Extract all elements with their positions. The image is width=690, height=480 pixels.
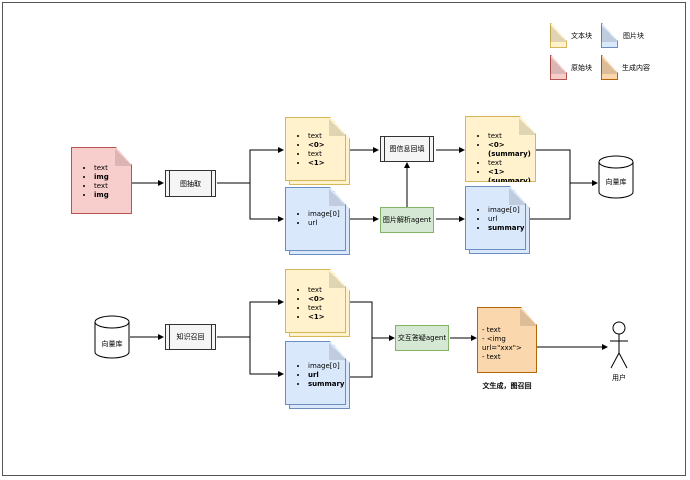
top-vector-db-label: 向量库 (605, 178, 627, 186)
fill-back-label: 图信息回填 (389, 145, 425, 153)
edge-extract-to-text (217, 147, 284, 184)
image-extract-process: 图抽取 (165, 170, 216, 197)
legend-generated-label: 生成内容 (622, 64, 650, 72)
summary-text-document: text <0>(summary) text <1>(summary) (465, 116, 536, 182)
edge-imgsummary-to-db (526, 183, 571, 220)
raw-document: text img text img (71, 147, 132, 214)
image-summary-item: image[0] (488, 206, 525, 215)
qa-agent-label: 交互答疑agent (397, 334, 447, 342)
bottom-text-item: text (308, 304, 345, 313)
image-summary-item: summary (488, 224, 525, 233)
bottom-text-item: <0> (308, 295, 345, 304)
bottom-vector-db-label: 向量库 (101, 340, 123, 348)
edge-recall-to-image (217, 336, 284, 377)
top-text-document: text <0> text <1> (285, 117, 346, 181)
raw-item: text (94, 164, 131, 173)
edge-recall-to-text (217, 299, 284, 338)
top-image-document: image[0] url (285, 187, 346, 251)
legend-raw-block-label: 原始块 (571, 64, 592, 72)
summary-doc-item: <0>(summary) (488, 141, 535, 159)
bottom-text-document: text <0> text <1> (285, 269, 346, 333)
legend-text-block-label: 文本块 (571, 32, 592, 40)
image-parse-agent-label: 图片解析agent (382, 216, 432, 224)
bottom-image-item: summary (308, 380, 345, 389)
raw-item: text (94, 182, 131, 191)
edge-extract-to-image (217, 182, 284, 222)
summary-doc-item: text (488, 159, 535, 168)
fill-back-process: 图信息回填 (380, 136, 434, 162)
user-label: 用户 (612, 374, 626, 382)
database-icon (598, 155, 634, 199)
image-doc-item: url (308, 219, 345, 228)
image-doc-item: image[0] (308, 210, 345, 219)
top-vector-db: 向量库 (598, 155, 634, 199)
output-line: - text (482, 353, 501, 361)
text-doc-item: <1> (308, 159, 345, 168)
knowledge-recall-process: 知识召回 (165, 324, 216, 350)
qa-agent: 交互答疑agent (395, 325, 449, 351)
bottom-text-item: <1> (308, 313, 345, 322)
summary-image-document: image[0] url summary (465, 186, 526, 250)
text-doc-item: text (308, 132, 345, 141)
image-extract-label: 图抽取 (180, 179, 201, 188)
bottom-image-document: image[0] url summary (285, 341, 346, 405)
text-doc-item: <0> (308, 141, 345, 150)
output-line: - <img url="xxx"> (482, 335, 522, 352)
diagram-frame (2, 2, 686, 476)
output-line: - text (482, 326, 501, 334)
raw-item: img (94, 173, 131, 182)
image-summary-item: url (488, 215, 525, 224)
bottom-image-item: image[0] (308, 362, 345, 371)
image-parse-agent: 图片解析agent (380, 207, 434, 233)
edge-text-to-qa (347, 301, 395, 341)
user-icon (610, 321, 628, 369)
bottom-vector-db: 向量库 (94, 315, 130, 359)
edge-image-to-qa (347, 338, 373, 378)
edge-summary-to-db (536, 149, 598, 186)
bottom-image-item: url (308, 371, 345, 380)
generated-output-document: - text - <img url="xxx"> - text (477, 307, 537, 373)
knowledge-recall-label: 知识召回 (176, 333, 205, 341)
text-doc-item: text (308, 150, 345, 159)
legend-image-block-label: 图片块 (623, 32, 644, 40)
summary-doc-item: <1>(summary) (488, 168, 535, 186)
summary-doc-item: text (488, 132, 535, 141)
raw-item: img (94, 191, 131, 200)
bottom-text-item: text (308, 286, 345, 295)
output-caption: 文生成，图召回 (482, 382, 532, 390)
database-icon (94, 315, 130, 359)
